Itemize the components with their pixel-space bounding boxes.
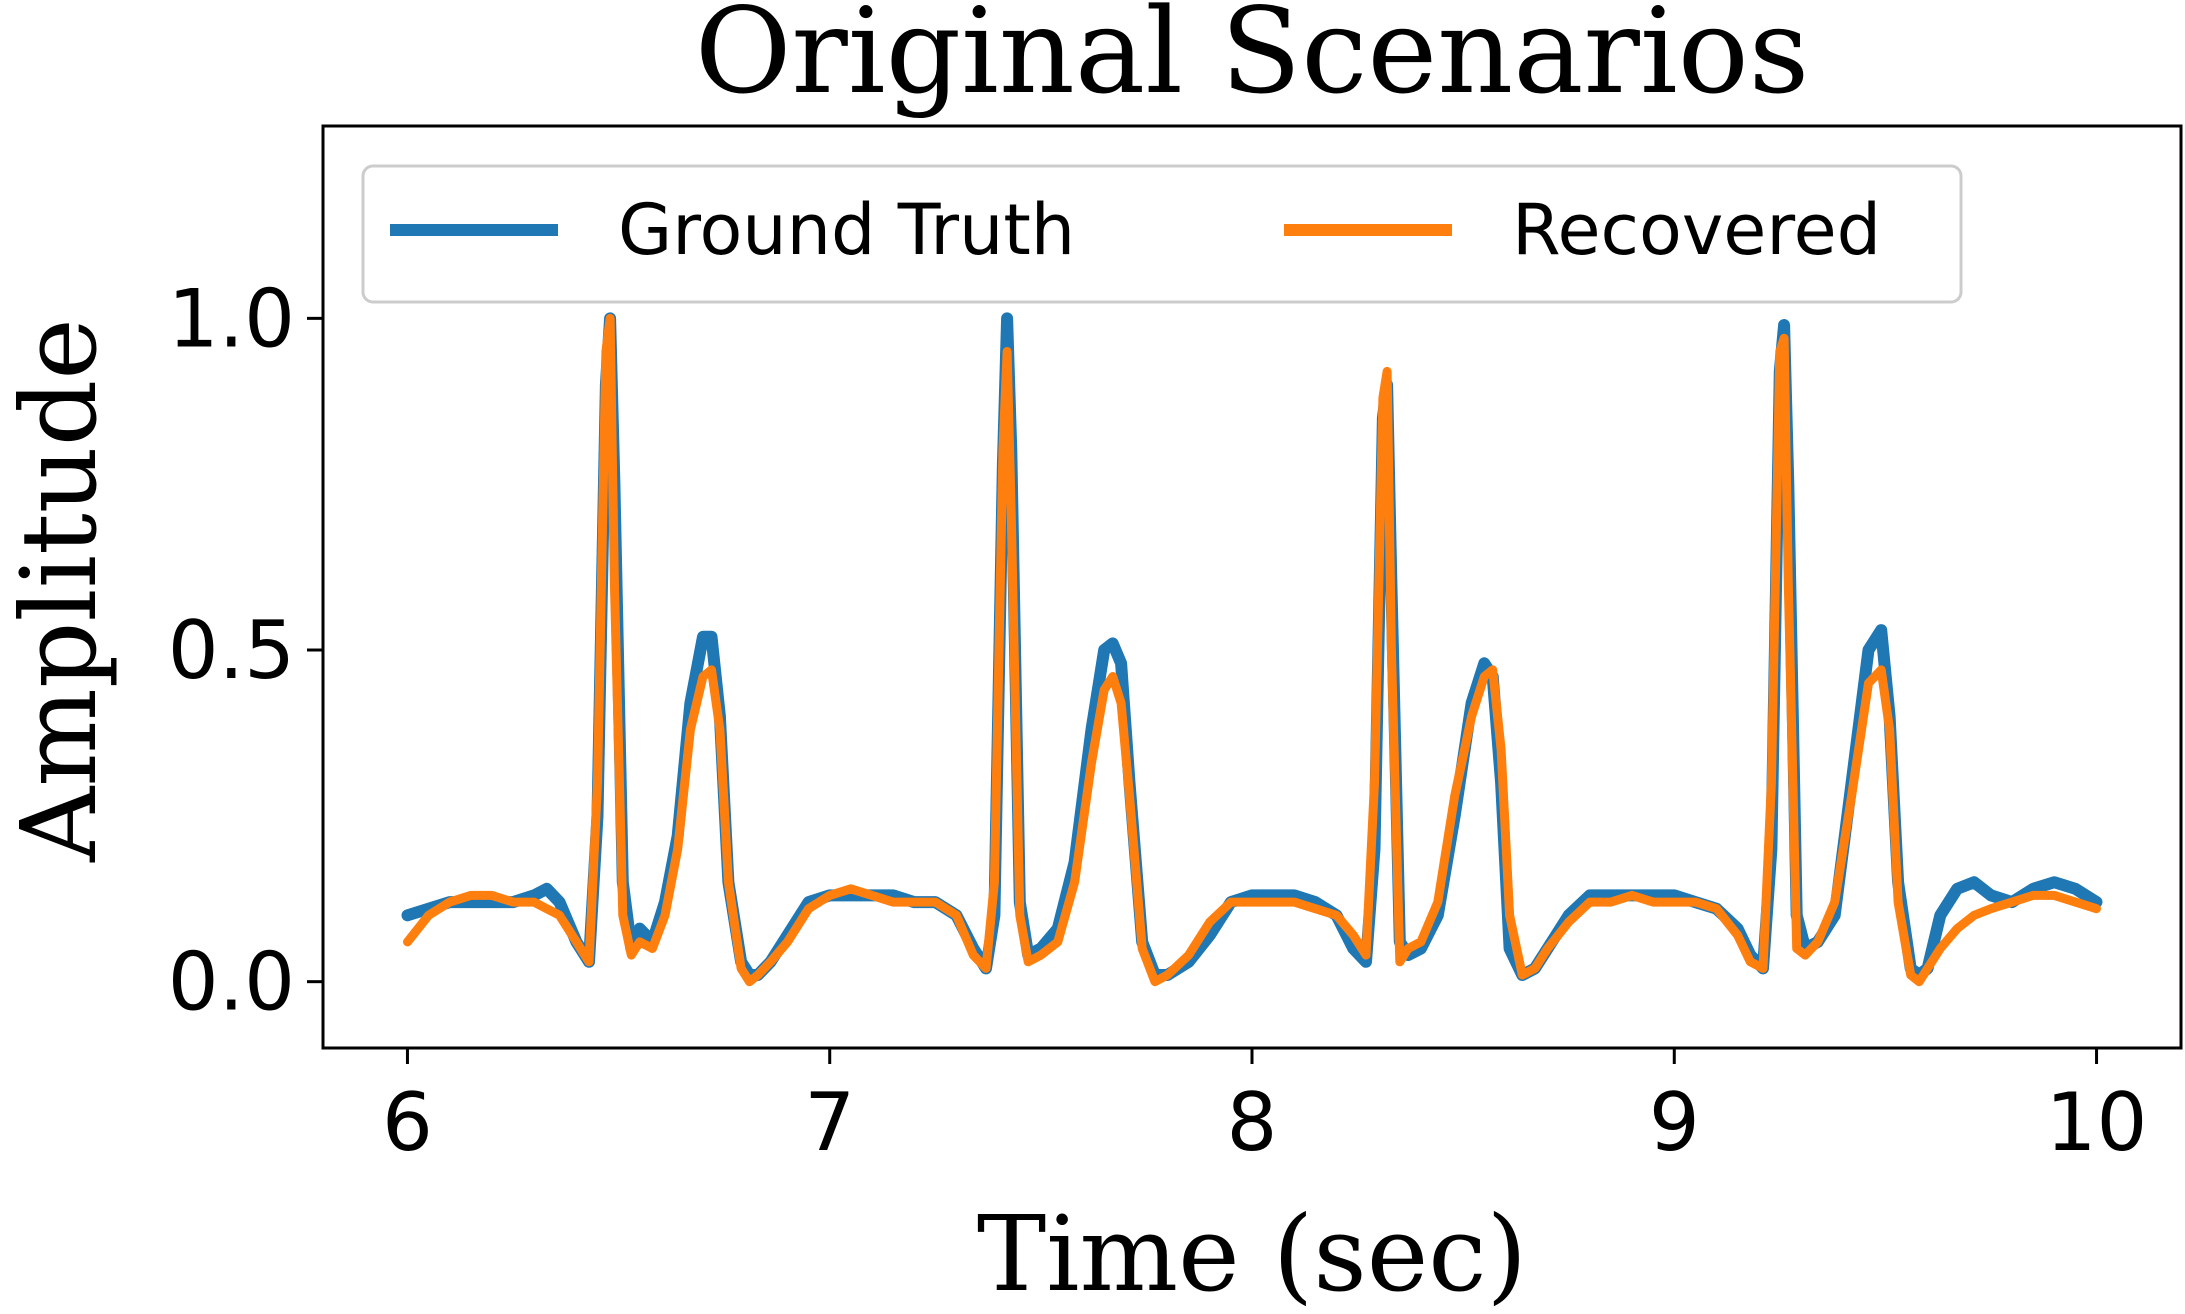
x-tick-label: 7 bbox=[804, 1076, 855, 1169]
y-tick-label: 0.5 bbox=[168, 604, 295, 697]
chart-title: Original Scenarios bbox=[695, 0, 1810, 120]
x-tick-label: 8 bbox=[1227, 1076, 1278, 1169]
series-line-recovered bbox=[403, 313, 2101, 987]
x-tick-label: 9 bbox=[1649, 1076, 1700, 1169]
legend: Ground Truth Recovered bbox=[361, 164, 1963, 304]
plot-frame bbox=[321, 124, 2183, 1050]
x-tick-label: 6 bbox=[382, 1076, 433, 1169]
legend-label: Ground Truth bbox=[618, 189, 1075, 271]
axis-ticks: 6 7 8 9 10 0.0 0.5 1.0 bbox=[168, 272, 2148, 1169]
legend-label: Recovered bbox=[1512, 189, 1881, 271]
y-axis-label: Amplitude bbox=[0, 318, 120, 863]
y-tick-label: 0.0 bbox=[168, 936, 295, 1029]
x-axis-label: Time (sec) bbox=[977, 1193, 1527, 1314]
x-tick-label: 10 bbox=[2046, 1076, 2148, 1169]
series-layer bbox=[401, 312, 2103, 987]
legend-box bbox=[361, 164, 1963, 304]
y-tick-label: 1.0 bbox=[168, 272, 295, 365]
